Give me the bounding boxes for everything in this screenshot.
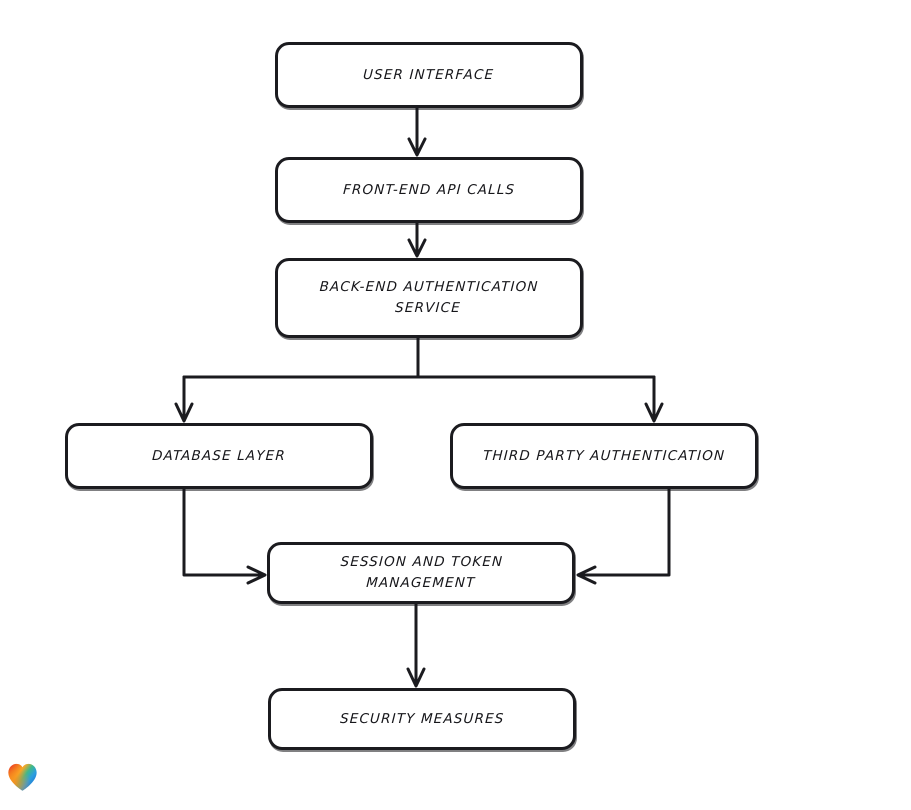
edge-database-layer-to-session-token-mgmt xyxy=(182,487,267,585)
node-database-layer[interactable]: Database Layer xyxy=(65,423,373,489)
edge-third-party-auth-to-session-token-mgmt xyxy=(576,487,671,585)
node-database-layer-label: Database Layer xyxy=(151,447,287,464)
node-front-end-api-calls[interactable]: Front-End API Calls xyxy=(275,157,583,223)
edge-split-to-database-layer xyxy=(174,375,194,423)
node-session-token-mgmt-label: Session and Token Management xyxy=(339,554,504,591)
edge-split-to-third-party-auth xyxy=(644,375,664,423)
node-session-token-mgmt[interactable]: Session and Token Management xyxy=(267,542,575,604)
node-security-measures-label: Security Measures xyxy=(339,710,505,727)
edge-session-token-mgmt-to-security-measures xyxy=(406,602,426,688)
node-security-measures[interactable]: Security Measures xyxy=(268,688,576,750)
edge-user-interface-to-front-end-api-calls xyxy=(407,106,427,157)
node-back-end-auth-service-label: Back-End Authentication Service xyxy=(319,279,540,316)
node-third-party-auth[interactable]: Third Party Authentication xyxy=(450,423,758,489)
edge-back-end-auth-service-split xyxy=(182,336,656,379)
heart-icon xyxy=(8,763,37,791)
node-user-interface[interactable]: User Interface xyxy=(275,42,583,108)
node-back-end-auth-service[interactable]: Back-End Authentication Service xyxy=(275,258,583,338)
node-third-party-auth-label: Third Party Authentication xyxy=(482,447,726,464)
node-user-interface-label: User Interface xyxy=(363,66,496,83)
node-front-end-api-calls-label: Front-End API Calls xyxy=(342,181,516,198)
edge-front-end-api-calls-to-back-end-auth-service xyxy=(407,221,427,258)
